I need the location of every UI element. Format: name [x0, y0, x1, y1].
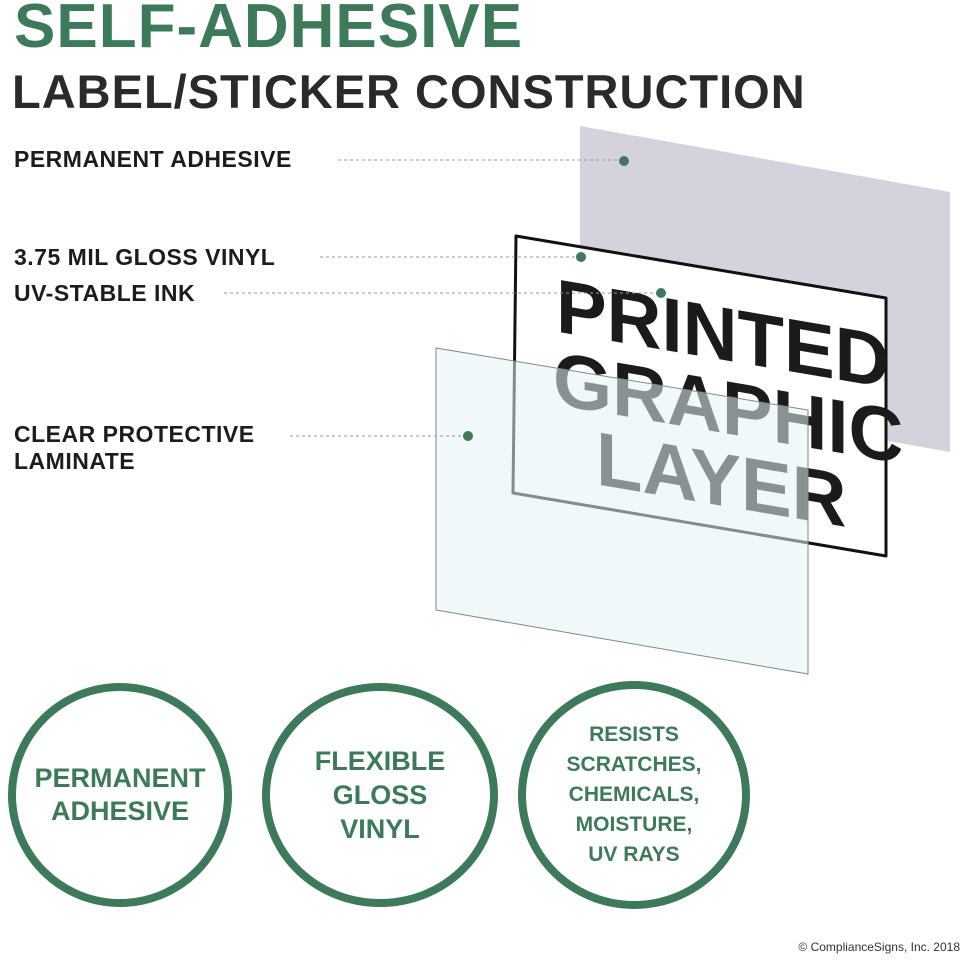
title-line-2: LABEL/STICKER CONSTRUCTION [12, 65, 806, 118]
feature-circle-resists: RESISTS SCRATCHES, CHEMICALS, MOISTURE, … [518, 681, 750, 909]
feature-text-vinyl: FLEXIBLE GLOSS VINYL [314, 746, 446, 844]
leader-dot-adhesive [619, 156, 629, 166]
label-uv-stable-ink: UV-STABLE INK [14, 280, 196, 306]
layer-diagram: PRINTED GRAPHIC LAYER [224, 126, 950, 675]
feature-text-adhesive: PERMANENT ADHESIVE [34, 763, 206, 826]
feature-text-resists: RESISTS SCRATCHES, CHEMICALS, MOISTURE, … [566, 723, 702, 866]
laminate-layer [435, 347, 809, 675]
leader-dot-laminate [463, 431, 473, 441]
leader-dot-ink [656, 288, 666, 298]
feature-circle-vinyl: FLEXIBLE GLOSS VINYL [262, 683, 498, 907]
leader-dot-vinyl [576, 252, 586, 262]
label-clear-laminate: CLEAR PROTECTIVE LAMINATE [14, 421, 255, 474]
label-gloss-vinyl: 3.75 MIL GLOSS VINYL [14, 244, 276, 270]
label-permanent-adhesive: PERMANENT ADHESIVE [14, 146, 292, 172]
title-line-1: SELF-ADHESIVE [14, 0, 524, 61]
copyright-text: © ComplianceSigns, Inc. 2018 [798, 940, 960, 954]
feature-circle-adhesive: PERMANENT ADHESIVE [8, 683, 232, 907]
